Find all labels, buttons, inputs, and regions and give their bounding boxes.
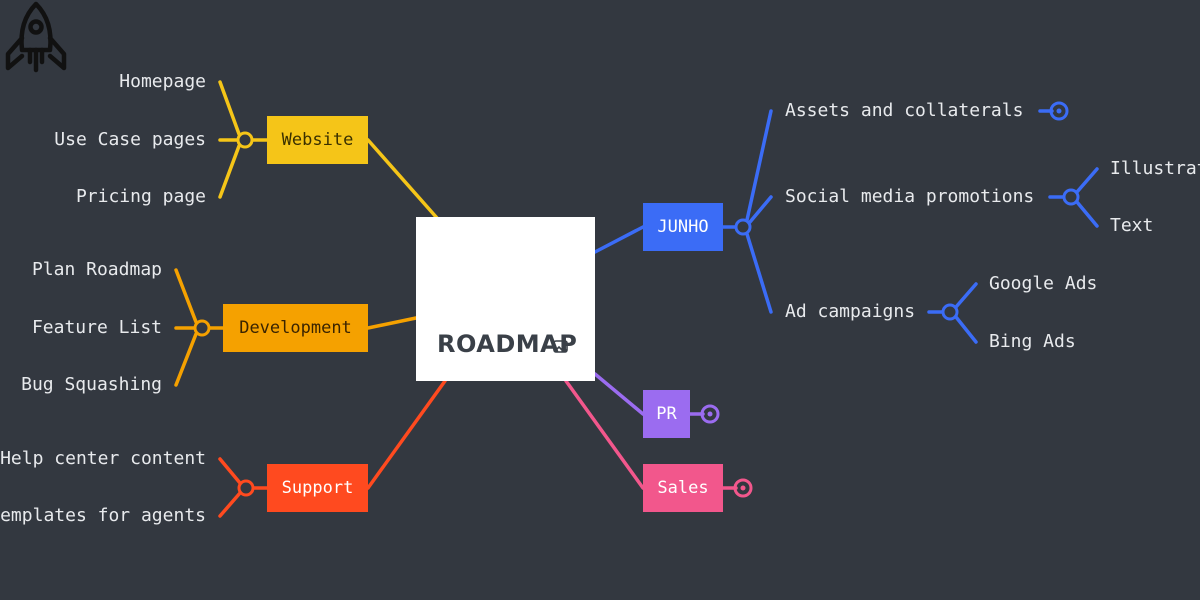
node-support[interactable]: Support (267, 464, 368, 512)
edge-development-children (174, 268, 198, 387)
node-development[interactable]: Development (223, 304, 368, 352)
node-support-label: Support (281, 478, 354, 498)
leaf-homepage[interactable]: Homepage (119, 71, 206, 92)
edge-root-website (366, 138, 439, 220)
expand-toggle-assets[interactable] (1049, 101, 1069, 121)
leaf-bug-squashing[interactable]: Bug Squashing (21, 374, 162, 395)
node-sales[interactable]: Sales (643, 464, 723, 512)
edge-root-development (366, 316, 418, 330)
leaf-social-media-promotions[interactable]: Social media promotions (785, 186, 1035, 207)
node-junho[interactable]: JUNHO (643, 203, 723, 251)
collapse-toggle-development[interactable] (193, 319, 211, 337)
leaf-help-center-content[interactable]: Help center content (0, 448, 206, 469)
edge-website-children (218, 80, 241, 199)
edge-root-junho (593, 225, 645, 254)
edge-support-children (218, 457, 242, 518)
edge-junho-children (745, 109, 773, 314)
leaf-feature-list[interactable]: Feature List (31, 317, 162, 338)
leaf-use-case-pages[interactable]: Use Case pages (54, 129, 206, 150)
node-pr-label: PR (656, 404, 677, 424)
expand-toggle-sales[interactable] (733, 478, 753, 498)
image-icon[interactable] (553, 340, 568, 353)
edge-social-children (1048, 167, 1099, 228)
edge-root-support (366, 379, 447, 490)
leaf-bing-ads[interactable]: Bing Ads (989, 331, 1076, 352)
edge-ads-children (927, 282, 978, 344)
edge-root-pr (593, 372, 645, 416)
leaf-google-ads[interactable]: Google Ads (989, 273, 1098, 294)
edge-root-sales (564, 379, 645, 490)
leaf-templates-for-agents[interactable]: emplates for agents (0, 505, 206, 526)
expand-toggle-pr[interactable] (700, 404, 720, 424)
collapse-toggle-junho[interactable] (734, 218, 752, 236)
node-website[interactable]: Website (267, 116, 368, 164)
collapse-toggle-support[interactable] (237, 479, 255, 497)
rocket-icon (5, 1, 67, 73)
node-junho-label: JUNHO (657, 217, 709, 237)
leaf-text[interactable]: Text (1110, 215, 1154, 236)
collapse-toggle-social[interactable] (1062, 188, 1080, 206)
root-node[interactable] (416, 217, 595, 381)
collapse-toggle-ads[interactable] (941, 303, 959, 321)
leaf-assets-and-collaterals[interactable]: Assets and collaterals (785, 100, 1024, 121)
node-website-label: Website (281, 130, 354, 150)
node-development-label: Development (239, 318, 352, 338)
leaf-plan-roadmap[interactable]: Plan Roadmap (31, 259, 162, 280)
leaf-illustrat[interactable]: Illustrat (1110, 158, 1200, 179)
leaf-ad-campaigns[interactable]: Ad campaigns (785, 301, 916, 322)
node-sales-label: Sales (657, 478, 709, 498)
leaf-pricing-page[interactable]: Pricing page (75, 186, 206, 207)
collapse-toggle-website[interactable] (236, 131, 254, 149)
node-pr[interactable]: PR (643, 390, 690, 438)
